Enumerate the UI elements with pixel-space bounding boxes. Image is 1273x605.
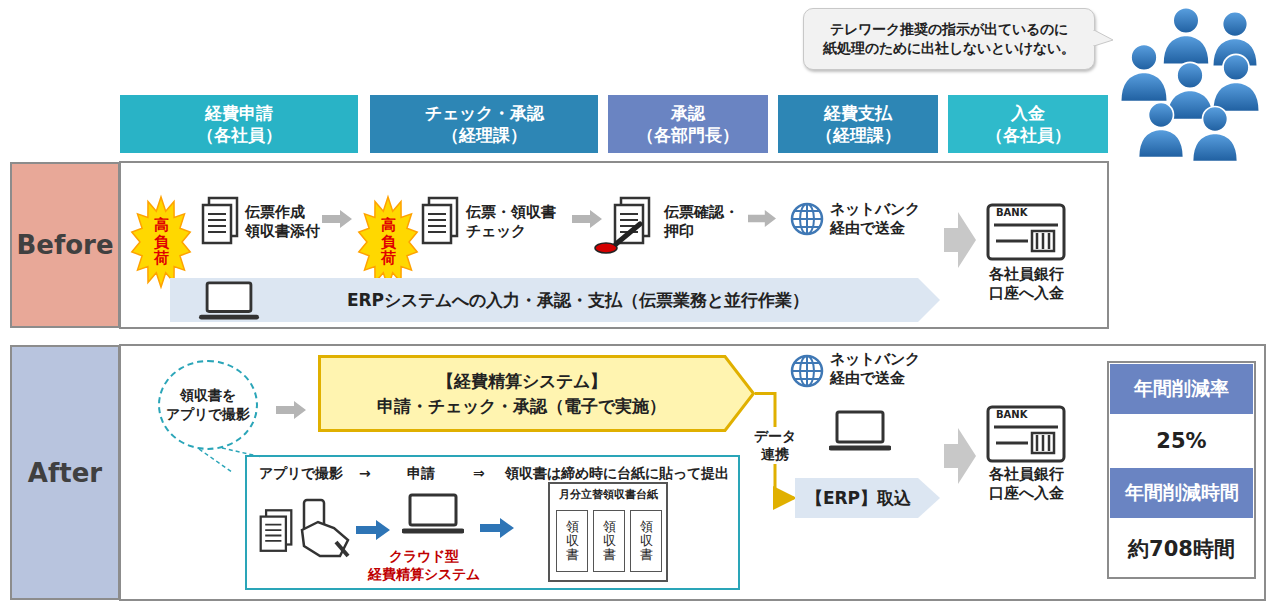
node-text: 【ERP】取込 [806, 487, 911, 510]
receipt: 領収書 [630, 510, 662, 572]
node-text: ERPシステムへの入力・承認・支払（伝票業務と並行作業） [347, 289, 809, 312]
globe-icon [792, 356, 822, 386]
flow-detail-box: アプリで撮影 → 申請 ⇒ 領収書は締め時に台紙に貼って提出クラウド型 経費精算システム… [245, 455, 740, 590]
after-panel [120, 345, 1265, 600]
node-text: 経費申請 （各社員） [196, 102, 283, 146]
step-label: 各社員銀行 口座へ入金 [988, 265, 1065, 303]
node-text: 年間削減率 [1134, 376, 1229, 402]
stamp-icon [595, 224, 640, 253]
connector-label: データ 連携 [751, 427, 799, 464]
node-text: Before [16, 230, 113, 260]
laptop-icon [201, 283, 256, 317]
document-icon [203, 198, 237, 243]
node-text: 領収書 [566, 520, 579, 563]
step-arrow [276, 401, 306, 419]
header-box: チェック・承認 （経理課） [370, 95, 598, 153]
node-text: 領収書 [640, 520, 653, 563]
node-text: 申請 [407, 464, 435, 482]
stat-header: 年間削減時間 [1110, 468, 1253, 518]
node-text: 25% [1156, 429, 1206, 453]
stat-value: 約708時間 [1110, 522, 1253, 576]
node-text: 年間削減時間 [1125, 480, 1239, 506]
node-text: 領収書を アプリで撮影 [165, 386, 251, 424]
step-arrow [748, 210, 776, 227]
node-text: After [28, 458, 102, 488]
node-text: 高負荷 [154, 217, 169, 267]
receipt: 領収書 [593, 510, 625, 572]
step-label: ネットバンク 経由で送金 [830, 200, 922, 238]
receipt-board: 月分立替領収書台紙領収書 領収書 領収書 [548, 482, 668, 582]
flow-arrow [944, 212, 976, 268]
stats-frame [1108, 362, 1255, 578]
document-icon [423, 198, 457, 243]
bank-text: BANK [996, 409, 1027, 422]
step-arrow [322, 210, 352, 228]
receipt: 領収書 [556, 510, 588, 572]
callout-tail [199, 448, 262, 472]
bank-icon [988, 407, 1064, 461]
node-text: 高負荷 [381, 217, 396, 267]
flow-arrow [944, 428, 976, 484]
people-icons [1121, 8, 1260, 162]
erp-import-band: 【ERP】取込 [795, 478, 940, 518]
globe-icon [792, 204, 822, 234]
blue-arrow [356, 520, 390, 540]
phase-label: Before [10, 162, 120, 328]
node-text: 申請・チェック・承認（電子で実施） [377, 394, 666, 419]
header-box: 経費支払 （経理課） [778, 95, 938, 153]
node-text: テレワーク推奨の指示が出ているのに 紙処理のために出社しないといけない。 [822, 20, 1076, 58]
bank-text: BANK [996, 207, 1027, 220]
header-box: 承認 （各部門長） [608, 95, 768, 153]
step-arrow [572, 210, 602, 228]
document-icon [615, 198, 649, 243]
callout-circle: 領収書を アプリで撮影 [158, 360, 258, 450]
node-text: 経費支払 （経理課） [815, 102, 902, 146]
erp-band: ERPシステムへの入力・承認・支払（伝票業務と並行作業） [170, 278, 940, 322]
system-box: 【経費精算システム】申請・チェック・承認（電子で実施） [318, 355, 755, 432]
step-label: 各社員銀行 口座へ入金 [988, 465, 1065, 503]
bubble-tail [1094, 30, 1113, 46]
document-icon [261, 510, 292, 551]
band-outline [170, 278, 940, 322]
node-text: ⇒ [473, 464, 485, 482]
blue-arrow [480, 518, 514, 538]
band-outline [795, 478, 940, 518]
step-label: ネットバンク 経由で送金 [830, 350, 922, 388]
node-text: 約708時間 [1128, 535, 1235, 563]
step-label: 伝票確認・ 押印 [664, 203, 741, 241]
high-load-burst: 高負荷 [130, 196, 192, 288]
node-text: アプリで撮影 [259, 464, 343, 482]
node-text: チェック・承認 （経理課） [424, 102, 545, 146]
node-text: 承認 （各部門長） [636, 102, 740, 146]
phone-hand-icon [302, 500, 348, 556]
stat-value: 25% [1110, 418, 1253, 464]
step-label: 伝票作成 領収書添付 [245, 203, 322, 241]
node-text: 入金 （各社員） [985, 102, 1072, 146]
step-label: 伝票・領収書 チェック [466, 203, 558, 241]
node-text: 領収書は締め時に台紙に貼って提出 [505, 464, 729, 482]
pentagon-outline [320, 357, 754, 431]
burst-outline [359, 197, 417, 287]
laptop-icon [404, 495, 462, 531]
node-text: 月分立替領収書台紙 [559, 487, 658, 502]
bank-icon [988, 205, 1064, 259]
high-load-burst: 高負荷 [357, 196, 419, 288]
node-text: 【経費精算システム】 [437, 369, 607, 394]
pent-shape [318, 355, 755, 432]
node-text: クラウド型 経費精算システム [367, 547, 481, 583]
phase-label: After [10, 345, 120, 600]
speech-bubble: テレワーク推奨の指示が出ているのに 紙処理のために出社しないといけない。 [803, 8, 1095, 70]
before-panel [120, 162, 1108, 328]
node-text: → [359, 464, 371, 482]
bubble-tail-join [1093, 31, 1095, 45]
burst-outline [132, 197, 190, 287]
node-text: 領収書 [603, 520, 616, 563]
header-box: 経費申請 （各社員） [120, 95, 358, 153]
header-box: 入金 （各社員） [948, 95, 1108, 153]
laptop-icon [831, 412, 889, 448]
stat-header: 年間削減率 [1110, 364, 1253, 414]
